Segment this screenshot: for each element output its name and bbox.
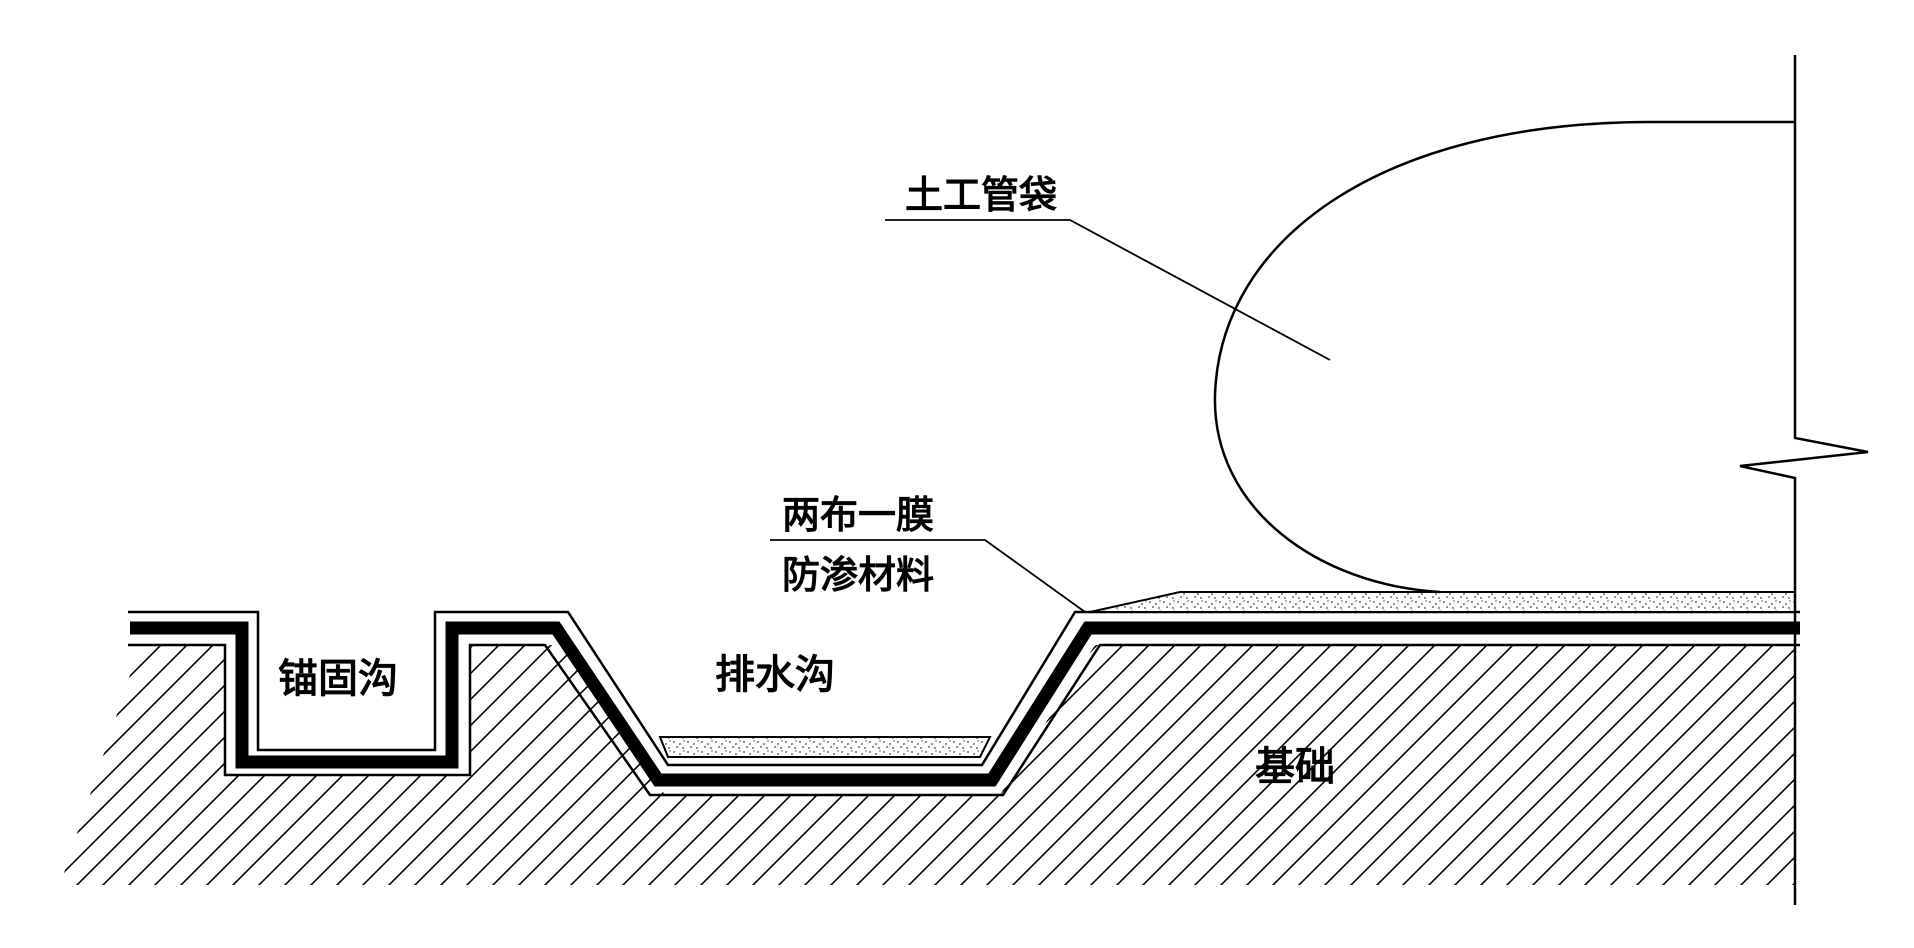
geotextile-upper-outline bbox=[128, 610, 1800, 767]
geotube-leader-line bbox=[885, 219, 1331, 361]
membrane-label-line1: 两布一膜 bbox=[782, 493, 934, 537]
foundation-label: 基础 bbox=[1255, 744, 1335, 790]
drainage-ditch-label: 排水沟 bbox=[715, 652, 835, 698]
right-boundary-break-line bbox=[1739, 55, 1869, 905]
anchor-trench-label: 锚固沟 bbox=[278, 656, 398, 702]
geotube-sand-cushion bbox=[1089, 591, 1796, 613]
drainage-ditch-sand-cushion bbox=[658, 736, 992, 758]
geotube-bag-outline bbox=[1213, 120, 1795, 594]
membrane-leader-line bbox=[770, 539, 1086, 613]
geotextile-lower-outline bbox=[128, 643, 1800, 797]
impermeable-membrane bbox=[130, 621, 1800, 787]
geotube-label: 土工管袋 bbox=[905, 173, 1057, 217]
foundation-ground bbox=[60, 645, 1795, 885]
membrane-label-line2: 防渗材料 bbox=[782, 553, 934, 597]
